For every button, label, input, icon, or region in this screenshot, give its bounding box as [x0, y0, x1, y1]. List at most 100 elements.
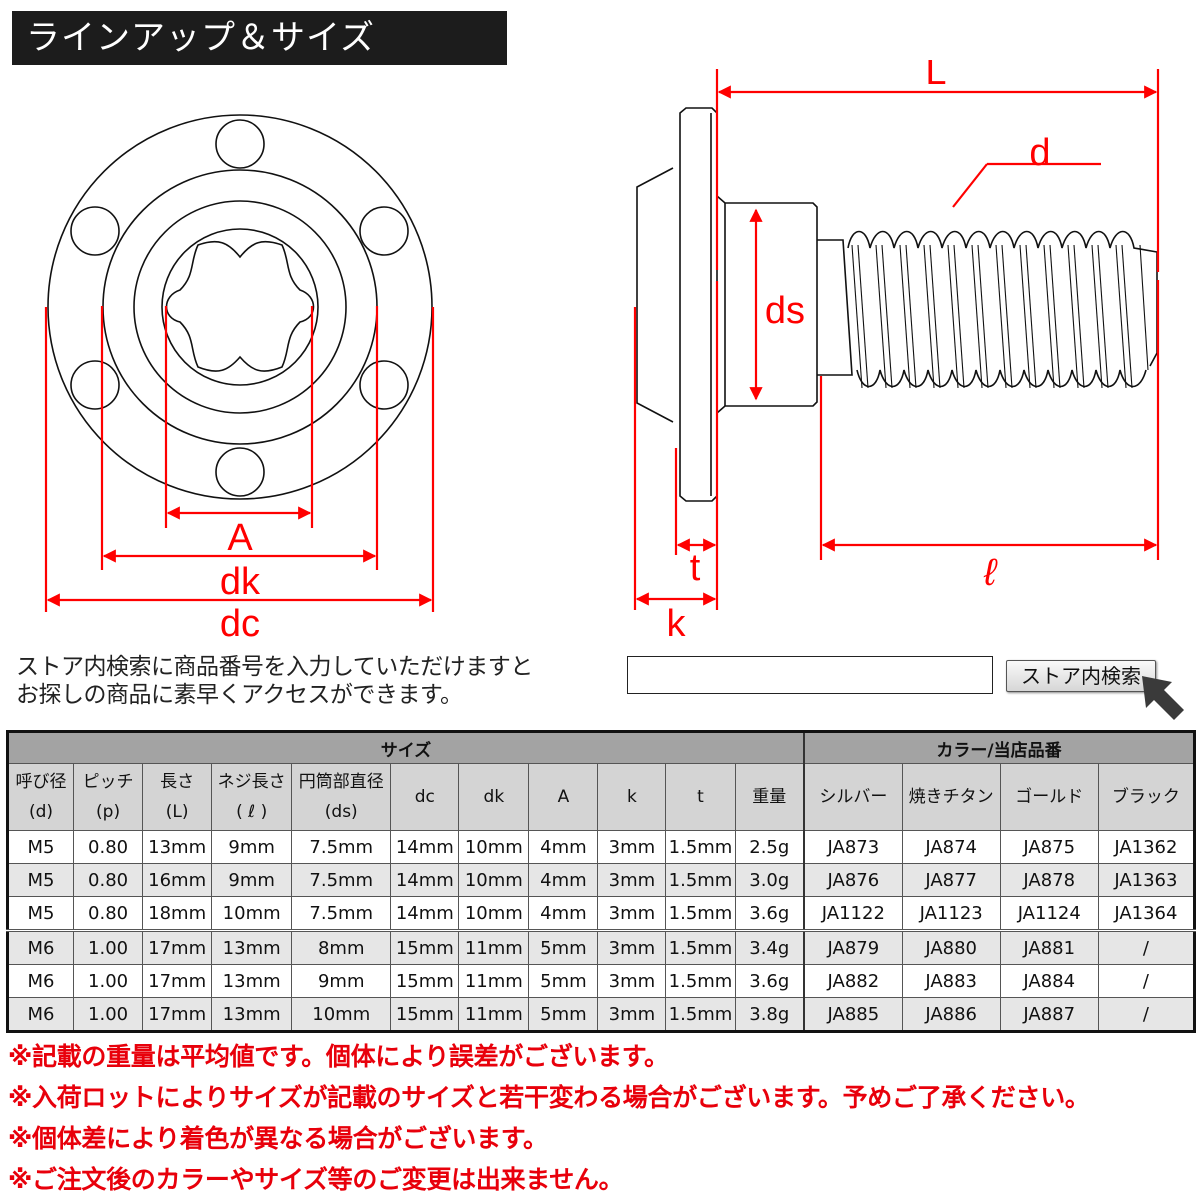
table-cell: 13mm: [211, 929, 293, 965]
table-cell: 13mm: [211, 997, 293, 1032]
column-header: 焼きチタン: [901, 763, 1001, 831]
note-item: ※ご注文後のカラーやサイズ等のご変更は出来ません。: [8, 1165, 624, 1194]
column-header-line1: dc: [414, 787, 435, 807]
product-code-cell: JA882: [803, 964, 903, 998]
table-cell: 15mm: [390, 997, 460, 1032]
label-t: t: [690, 547, 701, 589]
column-header: ゴールド: [999, 763, 1099, 831]
label-ds: ds: [765, 290, 805, 332]
group-header-color: カラー/当店品番: [803, 731, 1196, 764]
table-cell: 1.00: [73, 929, 144, 965]
section-title: ラインアップ＆サイズ: [12, 11, 507, 65]
note-item: ※入荷ロットによりサイズが記載のサイズと若干変わる場合がございます。予めご了承く…: [8, 1083, 1090, 1112]
table-cell: 16mm: [142, 863, 213, 897]
product-code-cell: JA1363: [1097, 863, 1196, 897]
label-k: k: [667, 603, 687, 645]
column-header: A: [528, 763, 599, 831]
column-header: ネジ長さ( ℓ ): [211, 763, 293, 831]
table-cell: 3mm: [597, 830, 667, 864]
column-header-line2: (p): [96, 802, 121, 822]
table-cell: 8mm: [291, 929, 392, 965]
note-item: ※個体差により着色が異なる場合がございます。: [8, 1124, 548, 1153]
product-code-cell: JA880: [901, 929, 1001, 965]
table-cell: 18mm: [142, 896, 213, 931]
table-cell: 3mm: [597, 997, 667, 1032]
front-view-dimensions: [44, 306, 435, 612]
side-view-dimensions: [633, 69, 1160, 610]
table-cell: 3.6g: [734, 964, 805, 998]
column-header-line1: 長さ: [160, 772, 195, 792]
table-cell: 17mm: [142, 929, 213, 965]
table-cell: 2.5g: [734, 830, 805, 864]
store-search-note: ストア内検索に商品番号を入力していただけますと お探しの商品に素早くアクセスがで…: [16, 653, 533, 709]
column-header: dc: [390, 763, 460, 831]
column-header: シルバー: [803, 763, 903, 831]
table-cell: M5: [6, 830, 75, 864]
column-header-line2: (ds): [324, 802, 358, 822]
table-cell: 1.5mm: [665, 964, 736, 998]
product-code-cell: JA879: [803, 929, 903, 965]
product-code-cell: JA1122: [803, 896, 903, 931]
table-cell: 10mm: [291, 997, 392, 1032]
table-group-header-row: サイズ カラー/当店品番: [7, 731, 1196, 764]
table-cell: 3mm: [597, 863, 667, 897]
column-header-line1: dk: [483, 787, 505, 807]
label-dc: dc: [220, 603, 260, 645]
table-cell: M6: [6, 997, 75, 1032]
label-thread-length: ℓ: [983, 552, 998, 594]
table-cell: 0.80: [73, 863, 144, 897]
table-cell: 1.00: [73, 964, 144, 998]
table-cell: 14mm: [390, 896, 460, 931]
column-header-line1: ブラック: [1111, 787, 1180, 807]
label-L: L: [925, 60, 946, 93]
table-cell: 3mm: [597, 964, 667, 998]
table-cell: 7.5mm: [291, 896, 392, 931]
table-cell: 3.4g: [734, 929, 805, 965]
table-cell: 17mm: [142, 964, 213, 998]
table-cell: 1.00: [73, 997, 144, 1032]
column-header: dk: [458, 763, 530, 831]
table-cell: 4mm: [528, 863, 599, 897]
table-cell: 5mm: [528, 929, 599, 965]
table-cell: 0.80: [73, 830, 144, 864]
store-search-input[interactable]: [627, 656, 993, 694]
product-code-cell: JA878: [999, 863, 1099, 897]
product-code-cell: JA1362: [1097, 830, 1196, 864]
table-cell: 1.5mm: [665, 863, 736, 897]
store-search-button[interactable]: ストア内検索: [1006, 660, 1156, 692]
product-code-cell: JA877: [901, 863, 1001, 897]
column-header-line2: (d): [28, 802, 54, 822]
table-cell: 1.5mm: [665, 896, 736, 931]
table-cell: 5mm: [528, 964, 599, 998]
table-cell: 7.5mm: [291, 863, 392, 897]
table-cell: 3.6g: [734, 896, 805, 931]
table-cell: 4mm: [528, 896, 599, 931]
column-header-line1: ゴールド: [1015, 787, 1084, 807]
store-search-note-line2: お探しの商品に素早くアクセスができます。: [16, 682, 463, 708]
column-header-line1: 焼きチタン: [908, 787, 994, 807]
product-code-cell: JA883: [901, 964, 1001, 998]
bolt-dimension-diagram: A dk dc: [44, 60, 1160, 645]
column-header-line1: ピッチ: [82, 772, 134, 792]
store-search-note-line1: ストア内検索に商品番号を入力していただけますと: [16, 654, 533, 680]
column-header-line1: k: [627, 787, 637, 807]
table-cell: 17mm: [142, 997, 213, 1032]
column-header-line1: 円筒部直径: [298, 772, 384, 792]
column-header: 重量: [734, 763, 805, 831]
table-cell: 3.0g: [734, 863, 805, 897]
product-code-cell: JA886: [901, 997, 1001, 1032]
product-code-cell: /: [1097, 964, 1196, 998]
table-cell: 3.8g: [734, 997, 805, 1032]
product-code-cell: /: [1097, 997, 1196, 1032]
column-header: 長さ (L): [142, 763, 213, 831]
table-cell: 11mm: [458, 929, 530, 965]
table-cell: 7.5mm: [291, 830, 392, 864]
column-header-line2: (L): [165, 802, 189, 822]
table-cell: 15mm: [390, 929, 460, 965]
column-header: ブラック: [1097, 763, 1196, 831]
product-code-cell: JA873: [803, 830, 903, 864]
